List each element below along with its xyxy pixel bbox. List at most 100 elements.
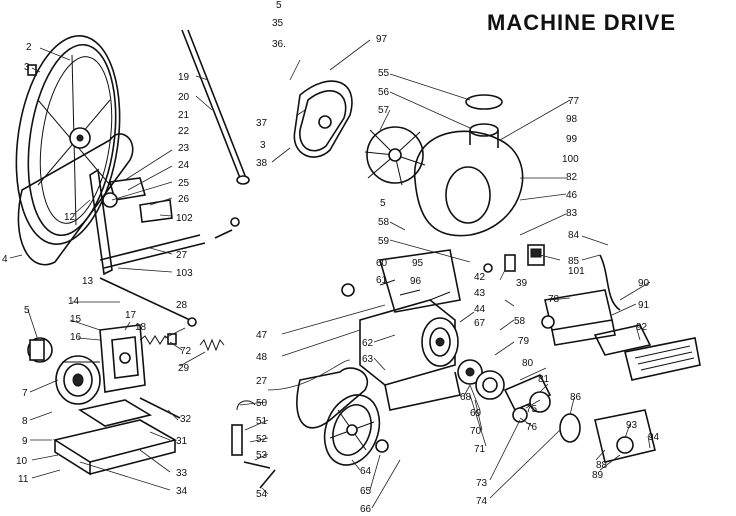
part-label: 103 [176,268,193,279]
part-label: 74 [476,496,488,507]
part-label: 59 [378,236,390,247]
part-label: 21 [178,110,190,121]
part-label: 19 [178,72,190,83]
part-label: 84 [568,230,580,241]
part-label: 83 [566,208,578,219]
part-label: 33 [176,468,188,479]
part-label: 64 [360,466,372,477]
part-label: 48 [256,352,268,363]
tie-rod [99,277,197,327]
part-label: 86 [570,392,582,403]
handwheel-guard [15,34,121,246]
part-label: 38 [256,158,268,169]
part-label: 3 [24,62,30,73]
part-label: 39 [516,278,528,289]
blower-housing [414,94,524,237]
belt-27 [296,367,369,429]
part-label: 57 [378,105,390,116]
main-motor [359,249,461,411]
lamp-socket [559,409,656,463]
part-label: 34 [176,486,188,497]
part-label: 10 [16,456,28,467]
part-label: 16 [70,332,82,343]
part-label: 13 [82,276,94,287]
spring-18 [139,333,177,345]
part-label: 99 [566,134,578,145]
part-label: 52 [256,434,268,445]
part-label: 93 [626,420,638,431]
part-label: 90 [638,278,650,289]
part-label: 70 [470,426,482,437]
part-label: 3 [260,140,266,151]
part-label: 15 [70,314,82,325]
part-label: 67 [474,318,486,329]
pulley-64 [323,394,389,466]
part-label: 73 [476,478,488,489]
part-labels: 2 3 4 5 7 8 9 10 11 12 13 14 15 16 17 18… [2,0,660,515]
part-label: 14 [68,296,80,307]
part-label: 29 [178,363,190,374]
part-label: 36. [272,39,286,50]
part-label: 91 [638,300,650,311]
bracket-arm [89,168,233,276]
part-label: 35 [272,18,284,29]
part-label: 63 [362,354,374,365]
motor-bracket-17 [99,324,146,393]
part-label: 7 [22,388,28,399]
part-label: 85 [568,256,580,267]
gear-cluster [457,359,552,423]
part-label: 89 [592,470,604,481]
part-label: 58 [378,217,390,228]
part-label: 76 [526,422,538,433]
part-label: 78 [548,294,560,305]
part-label: 95 [412,258,424,269]
part-label: 27 [256,376,268,387]
part-label: 54 [256,489,268,500]
part-label: 60 [376,258,388,269]
fan-blade [364,126,426,186]
part-label: 9 [22,436,28,447]
lever-rod [181,29,250,185]
part-label: 4 [2,254,8,265]
part-label: 47 [256,330,268,341]
part-label: 44 [474,304,486,315]
fasteners [27,64,516,301]
part-label: 24 [178,160,190,171]
part-label: 23 [178,143,190,154]
shaft-32 [139,397,181,419]
part-label: 5 [276,0,282,11]
part-label: 51 [256,416,268,427]
part-label: 69 [470,408,482,419]
part-label: 20 [178,92,190,103]
part-label: 18 [135,322,147,333]
part-label: 72 [180,346,192,357]
part-label: 65 [360,486,372,497]
part-label: 58 [514,316,526,327]
part-label: 8 [22,416,28,427]
part-label: 92 [636,322,648,333]
part-label: 97 [376,34,388,45]
fan-cover [293,80,353,158]
part-label: 82 [566,172,578,183]
part-label: 50 [256,398,268,409]
part-label: 61 [376,275,388,286]
part-label: 77 [568,96,580,107]
foot-pedal [593,254,701,381]
part-label: 5 [380,198,386,209]
part-label: 11 [18,474,29,485]
part-label: 81 [538,374,550,385]
part-label: 55 [378,68,390,79]
part-label: 28 [176,300,188,311]
part-label: 66 [360,504,372,515]
leader-lines [9,39,651,509]
part-label: 32 [180,414,192,425]
part-label: 79 [518,336,530,347]
drive-belt [17,133,134,266]
switch-box [541,289,616,346]
part-label: 5 [24,305,30,316]
part-label: 88 [596,460,608,471]
part-label: 94 [648,432,660,443]
part-label: 62 [362,338,374,349]
part-label: 71 [474,444,486,455]
base-plate [52,399,178,476]
